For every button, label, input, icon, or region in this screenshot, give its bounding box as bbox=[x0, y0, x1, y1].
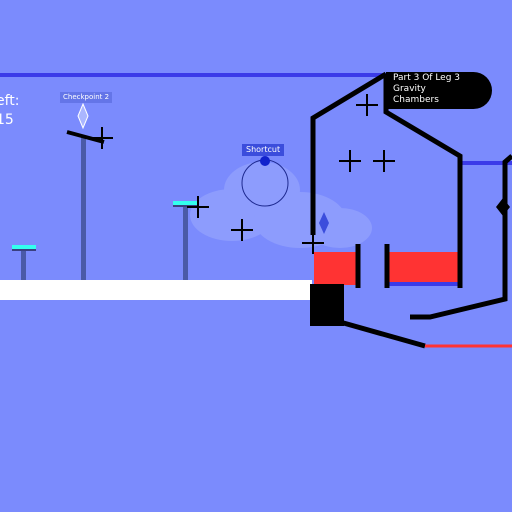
crosshair-icon bbox=[231, 219, 253, 241]
checkpoint-pole-2 bbox=[66, 130, 105, 280]
crosshair-icon bbox=[339, 150, 361, 172]
floor-platform bbox=[0, 280, 312, 300]
blue-diamond-icon bbox=[319, 212, 329, 234]
leg-banner-line1: Part 3 Of Leg 3 bbox=[393, 73, 461, 83]
checkpoint-pole-3 bbox=[173, 201, 197, 280]
shortcut-label: Shortcut bbox=[242, 144, 285, 156]
black-walls bbox=[310, 71, 512, 349]
red-hazard-block-right bbox=[389, 252, 458, 282]
leg-banner-line3: Chambers bbox=[393, 95, 439, 105]
leg-banner: Part 3 Of Leg 3 Gravity Chambers bbox=[386, 72, 492, 109]
crosshair-icon bbox=[302, 232, 324, 254]
red-hazard-block-left bbox=[314, 252, 358, 285]
blue-strip bbox=[389, 282, 458, 286]
checkpoint-diamond-icon bbox=[77, 102, 89, 130]
crosshair-markers bbox=[91, 94, 395, 254]
crosshair-icon bbox=[373, 150, 395, 172]
black-block bbox=[310, 284, 344, 326]
shortcut-dot-icon bbox=[260, 156, 270, 166]
background-cloud bbox=[190, 162, 372, 248]
checkpoint-label: Checkpoint 2 bbox=[60, 92, 113, 103]
checkpoint-pole-1 bbox=[12, 245, 36, 280]
crosshair-icon bbox=[187, 196, 209, 218]
hud-counter: eft: 15 bbox=[0, 92, 20, 130]
leg-banner-line2: Gravity bbox=[393, 84, 426, 94]
hud-counter-value: 15 bbox=[0, 112, 14, 128]
black-diamond-icon bbox=[496, 198, 510, 216]
hud-counter-label: eft: bbox=[0, 93, 20, 109]
crosshair-icon bbox=[91, 127, 113, 149]
crosshair-icon bbox=[356, 94, 378, 116]
